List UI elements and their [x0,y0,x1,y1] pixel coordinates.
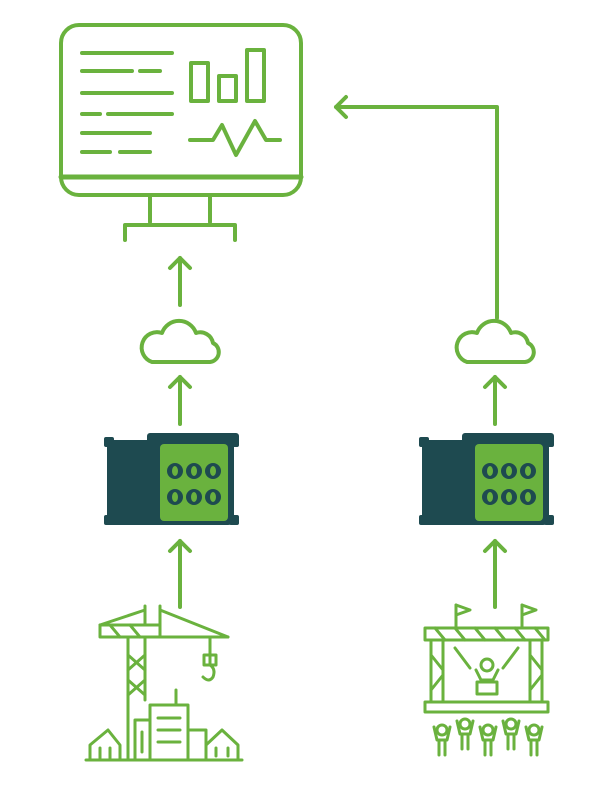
arrow-elbow-to-monitor-icon [334,95,499,320]
arrow-up-icon [168,539,192,609]
cloud-icon [454,318,536,364]
arrow-up-icon [483,375,507,426]
concert-stage-crowd-icon [423,603,550,757]
arrow-up-icon [168,256,192,307]
arrow-up-icon [483,539,507,609]
arrow-up-icon [168,375,192,426]
dashboard-monitor-icon [58,23,304,242]
arrows [168,95,507,609]
pulse-line-icon [188,119,282,157]
iot-gateway-device-icon [104,433,239,525]
crowd-icon [432,717,544,757]
bar-chart-icon [189,48,266,103]
cloud-icon [139,318,221,364]
text-lines-icon [80,51,174,154]
iot-gateway-device-icon [419,433,554,525]
construction-crane-city-icon [84,604,244,762]
